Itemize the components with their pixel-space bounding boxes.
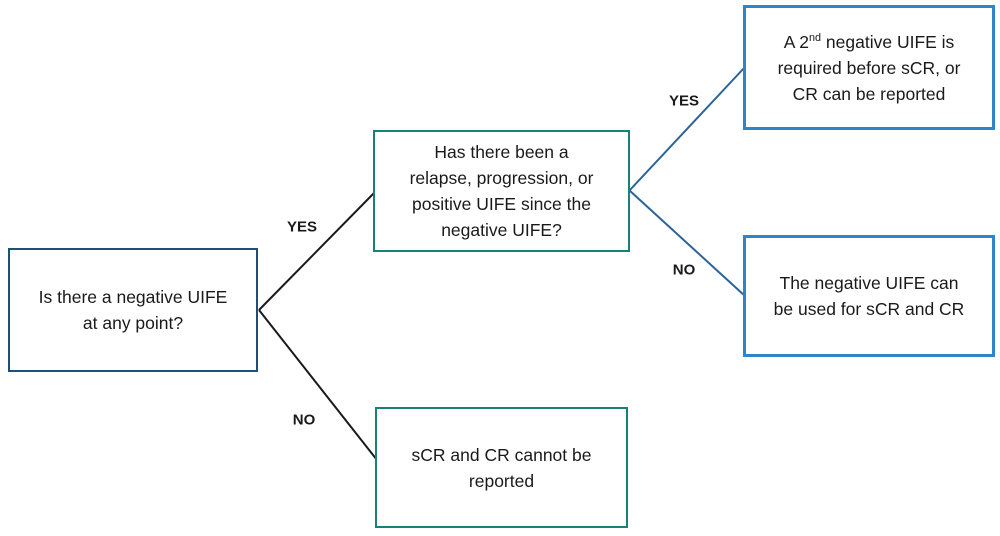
node-text-segment: negative UIFE is [821, 31, 955, 52]
node-text-line: at any point? [82, 313, 184, 333]
edge-yes-q1-to-q2 [258, 191, 376, 311]
node-text-line: A 2nd negative UIFE is [784, 29, 955, 55]
node-text-line: Is there a negative UIFE [38, 287, 228, 307]
node-text-line: negative UIFE? [441, 220, 562, 240]
node-outcome-uife-usable: The negative UIFE can be used for sCR an… [743, 235, 995, 357]
node-outcome-second-uife-required: A 2nd negative UIFE is required before s… [743, 5, 995, 130]
edge-label-no: NO [292, 411, 316, 429]
edge-label-yes: YES [286, 218, 318, 236]
node-text-line: sCR and CR cannot be [411, 444, 592, 465]
node-text-line: positive UIFE since the [412, 194, 591, 214]
edge-no-q2-to-outcome [628, 189, 746, 297]
edge-label-yes: YES [668, 92, 700, 110]
node-text-segment: A 2 [783, 31, 809, 52]
node-question-negative-uife: Is there a negative UIFE at any point? [8, 248, 258, 372]
edge-yes-q2-to-outcome [628, 66, 746, 192]
edge-label-no: NO [672, 261, 696, 279]
node-outcome-cannot-report: sCR and CR cannot be reported [375, 407, 628, 528]
node-text-line: The negative UIFE can [779, 273, 959, 293]
node-question-relapse-progression: Has there been a relapse, progression, o… [373, 130, 630, 252]
superscript-ordinal: nd [809, 31, 822, 44]
edge-no-q1-to-outcome [258, 309, 378, 461]
node-text-line: relapse, progression, or [409, 168, 594, 188]
node-text-line: CR can be reported [792, 83, 946, 104]
node-text-line: Has there been a [434, 142, 569, 162]
node-text-line: reported [468, 470, 535, 491]
node-text-line: required before sCR, or [777, 57, 961, 78]
node-text-line: be used for sCR and CR [773, 299, 965, 319]
